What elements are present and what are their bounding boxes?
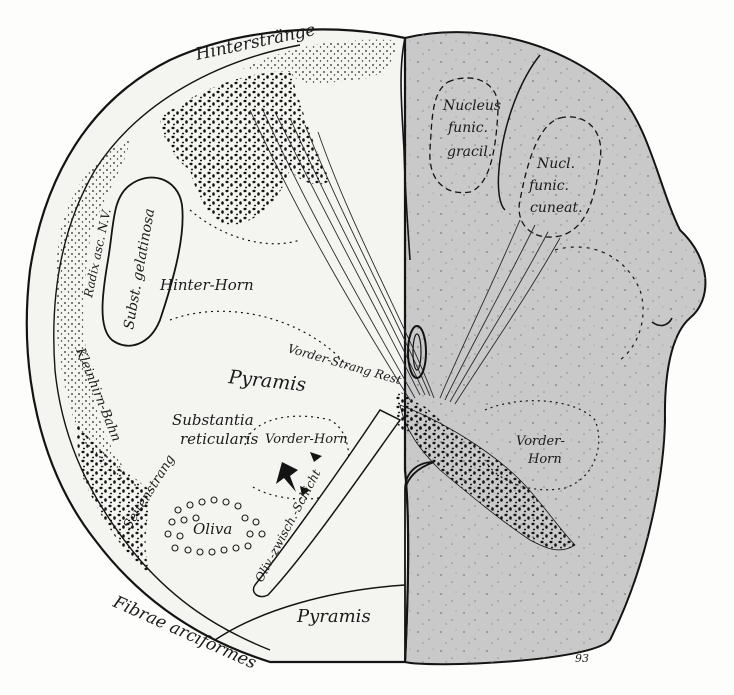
label-nucl-funic-cuneat-2: funic. — [528, 178, 569, 194]
label-vorder-horn-left: Vorder-Horn — [265, 432, 348, 447]
label-nucl-funic-cuneat-1: Nucl. — [536, 156, 575, 172]
label-nucleus-funic-gracil-3: gracil. — [447, 144, 492, 160]
label-nucleus-funic-gracil-2: funic. — [447, 120, 488, 136]
label-nucleus-funic-gracil-1: Nucleus — [442, 98, 501, 114]
label-nucl-funic-cuneat-3: cuneat. — [530, 200, 583, 216]
label-vorder-horn-right-2: Horn — [527, 452, 562, 467]
label-corner-mark: 93 — [575, 652, 589, 665]
label-oliva: Oliva — [193, 520, 232, 538]
label-substantia: Substantia — [172, 411, 254, 429]
label-hinter-horn: Hinter-Horn — [159, 276, 254, 294]
label-vorder-horn-right-1: Vorder- — [516, 434, 565, 449]
label-pyramis-lower: Pyramis — [296, 606, 371, 627]
label-reticularis: reticularis — [180, 430, 259, 448]
